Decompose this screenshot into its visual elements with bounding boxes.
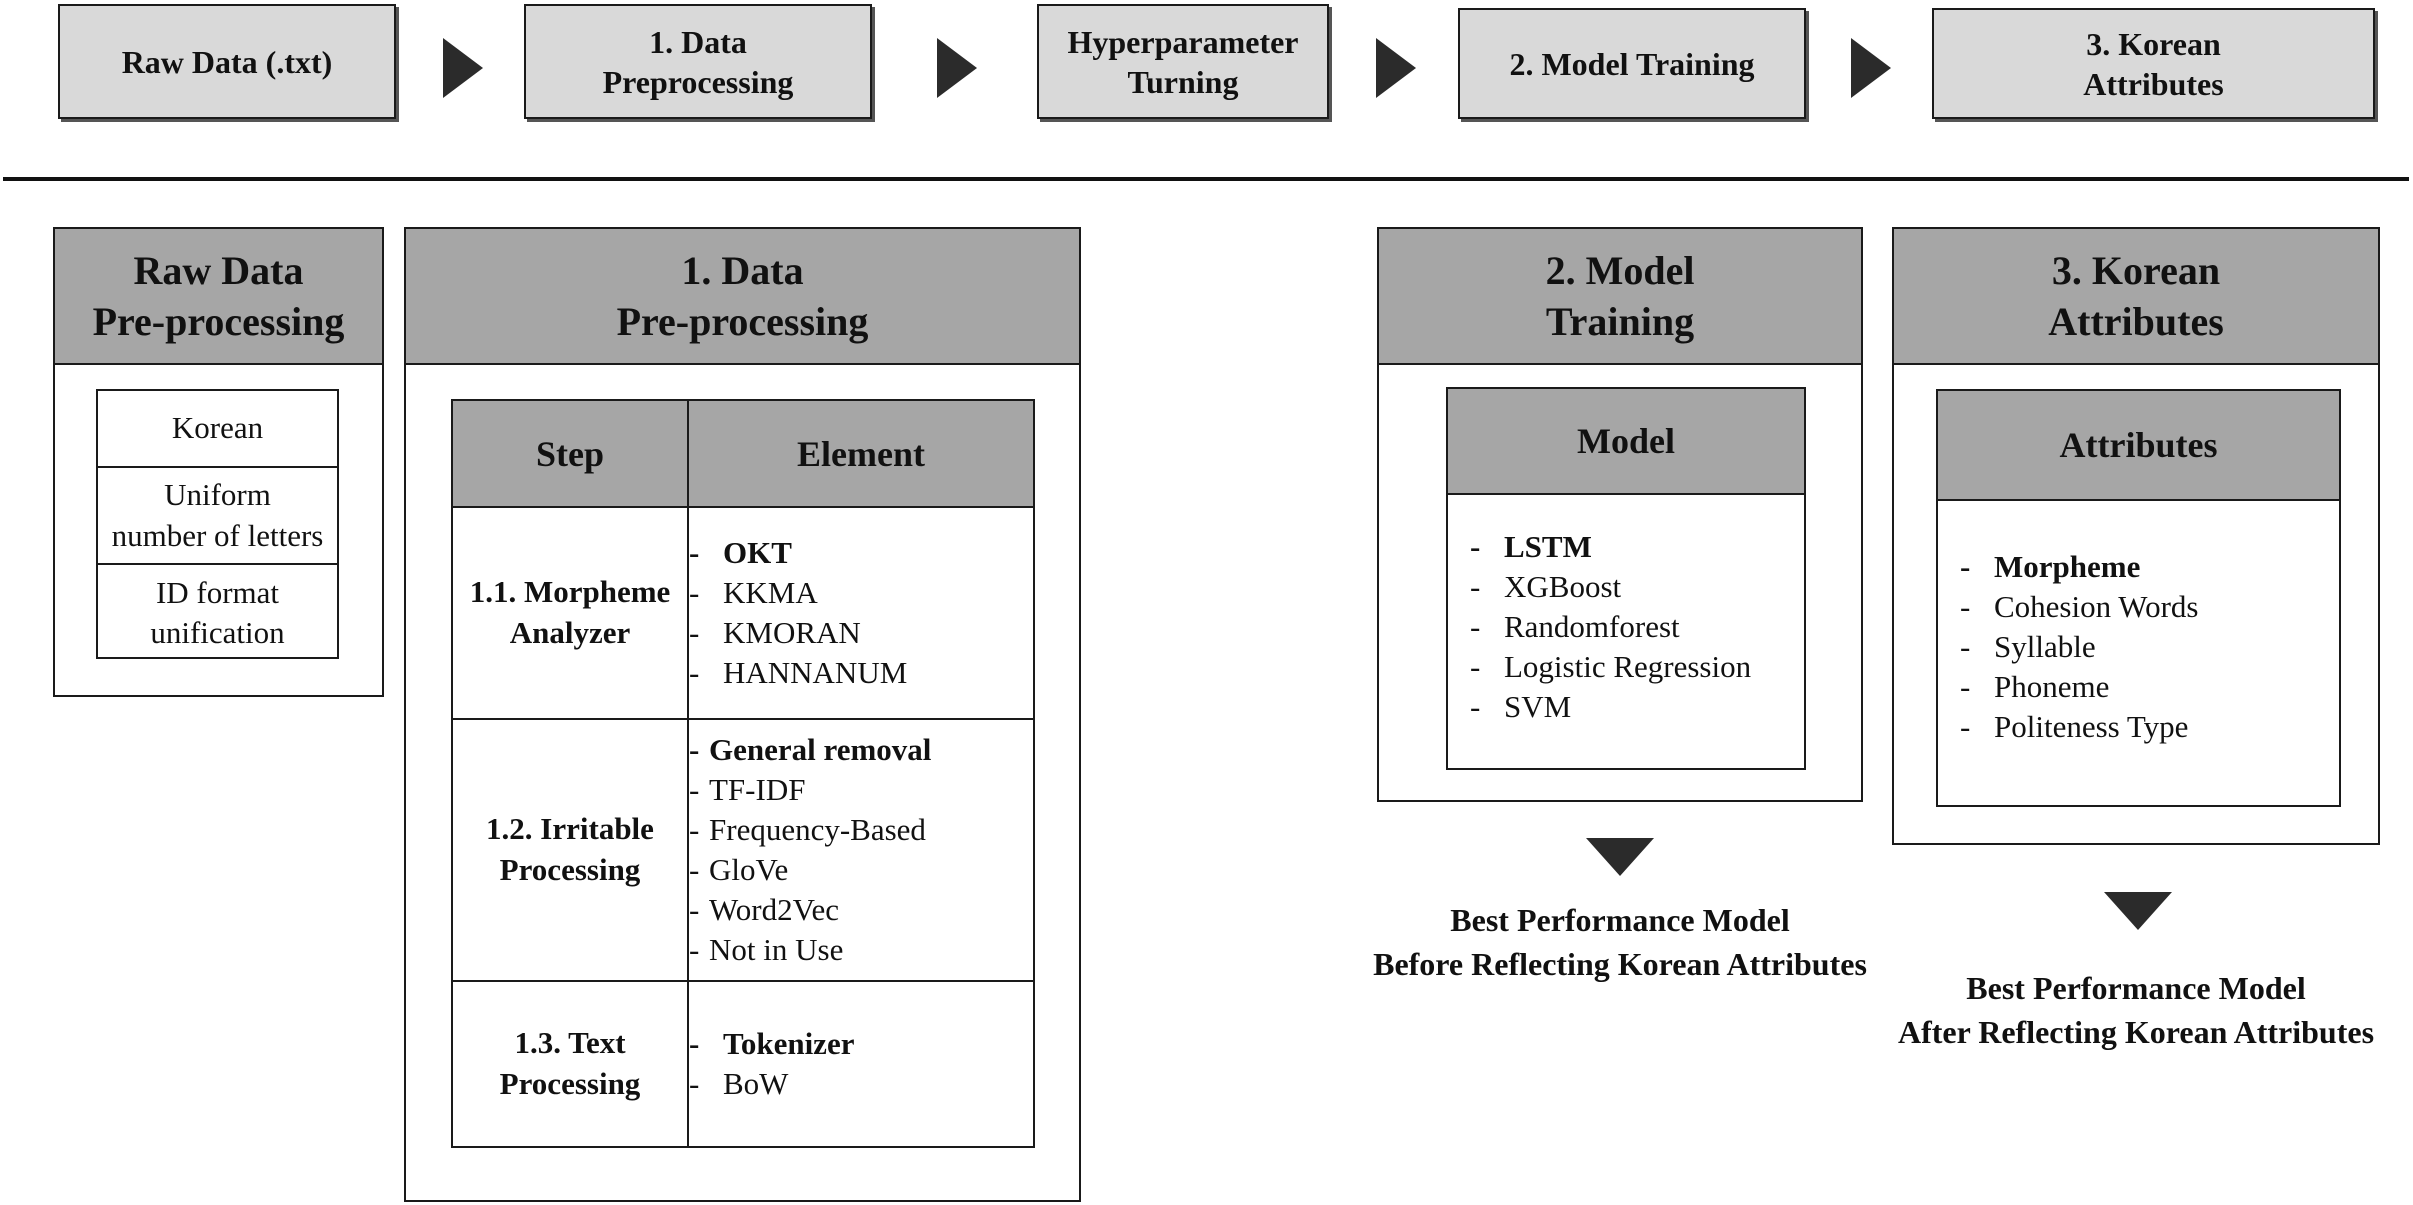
flow-arrow-4: [1851, 38, 1891, 98]
flow-box-raw-data: Raw Data (.txt): [58, 4, 396, 119]
flow-arrow-1: [443, 38, 483, 98]
step-morpheme-analyzer: 1.1. Morpheme Analyzer: [451, 506, 689, 720]
raw-data-item-korean: Korean: [98, 391, 337, 468]
model-list: -LSTM -XGBoost -Randomforest -Logistic R…: [1448, 495, 1804, 727]
element-item: -BoW: [689, 1066, 789, 1101]
element-item: -Frequency-Based: [689, 812, 926, 847]
elements-irritable-processing: -General removal -TF-IDF -Frequency-Base…: [687, 718, 1035, 982]
raw-data-item-id-format: ID format unification: [150, 574, 285, 650]
model-item: -LSTM: [1470, 529, 1592, 564]
flow-arrow-2: [937, 38, 977, 98]
model-result-arrow: [1586, 838, 1654, 876]
panel-data-preprocessing-title: 1. Data Pre-processing: [406, 229, 1079, 365]
element-item: -HANNANUM: [689, 655, 908, 690]
flow-box-model-training: 2. Model Training: [1458, 8, 1806, 119]
attributes-result-arrow: [2104, 892, 2172, 930]
attribute-item: -Phoneme: [1960, 669, 2110, 704]
panel-raw-data-title: Raw Data Pre-processing: [55, 229, 382, 365]
preprocessing-table: Step Element 1.1. Morpheme Analyzer -OKT…: [451, 399, 1035, 1148]
panel-raw-data: Raw Data Pre-processing Korean Uniform n…: [53, 227, 384, 697]
attribute-item: -Syllable: [1960, 629, 2096, 664]
model-box: Model -LSTM -XGBoost -Randomforest -Logi…: [1446, 387, 1806, 770]
model-item: -Logistic Regression: [1470, 649, 1752, 684]
flow-box-data-preprocessing: 1. Data Preprocessing: [524, 4, 872, 119]
raw-data-item-uniform: Uniform number of letters: [98, 468, 337, 565]
panel-model-training-title: 2. Model Training: [1379, 229, 1861, 365]
element-item: -Tokenizer: [689, 1026, 855, 1061]
step-irritable-processing: 1.2. Irritable Processing: [451, 718, 689, 982]
attributes-box: Attributes -Morpheme -Cohesion Words -Sy…: [1936, 389, 2341, 807]
attribute-item: -Morpheme: [1960, 549, 2141, 584]
element-item: -OKT: [689, 535, 792, 570]
elements-text-processing: -Tokenizer -BoW: [687, 980, 1035, 1148]
element-item: -GloVe: [689, 852, 789, 887]
panel-korean-attributes: 3. Korean Attributes Attributes -Morphem…: [1892, 227, 2380, 845]
attributes-result-caption: Best Performance Model After Reflecting …: [1897, 970, 2375, 1050]
column-header-element: Element: [687, 399, 1035, 508]
element-item: -KKMA: [689, 575, 818, 610]
model-box-title: Model: [1448, 389, 1804, 495]
flow-arrow-3: [1376, 38, 1416, 98]
model-item: -Randomforest: [1470, 609, 1680, 644]
column-header-step: Step: [451, 399, 689, 508]
attribute-item: -Politeness Type: [1960, 709, 2189, 744]
section-divider: [3, 177, 2409, 181]
elements-morpheme-analyzer: -OKT -KKMA -KMORAN -HANNANUM: [687, 506, 1035, 720]
model-item: -SVM: [1470, 689, 1572, 724]
attribute-item: -Cohesion Words: [1960, 589, 2199, 624]
flow-box-korean-attributes: 3. Korean Attributes: [1932, 8, 2375, 119]
attributes-list: -Morpheme -Cohesion Words -Syllable -Pho…: [1938, 501, 2339, 747]
element-item: -KMORAN: [689, 615, 861, 650]
panel-data-preprocessing: 1. Data Pre-processing Step Element 1.1.…: [404, 227, 1081, 1202]
attributes-box-title: Attributes: [1938, 391, 2339, 501]
element-item: -Not in Use: [689, 932, 844, 967]
panel-korean-attributes-title: 3. Korean Attributes: [1894, 229, 2378, 365]
element-item: -Word2Vec: [689, 892, 840, 927]
model-item: -XGBoost: [1470, 569, 1622, 604]
step-text-processing: 1.3. Text Processing: [451, 980, 689, 1148]
panel-model-training: 2. Model Training Model -LSTM -XGBoost -…: [1377, 227, 1863, 802]
flow-box-hyperparameter: Hyperparameter Turning: [1037, 4, 1329, 119]
raw-data-list: Korean Uniform number of letters ID form…: [96, 389, 339, 659]
model-result-caption: Best Performance Model Before Reflecting…: [1373, 902, 1867, 982]
element-item: -General removal: [689, 732, 932, 767]
element-item: -TF-IDF: [689, 772, 806, 807]
